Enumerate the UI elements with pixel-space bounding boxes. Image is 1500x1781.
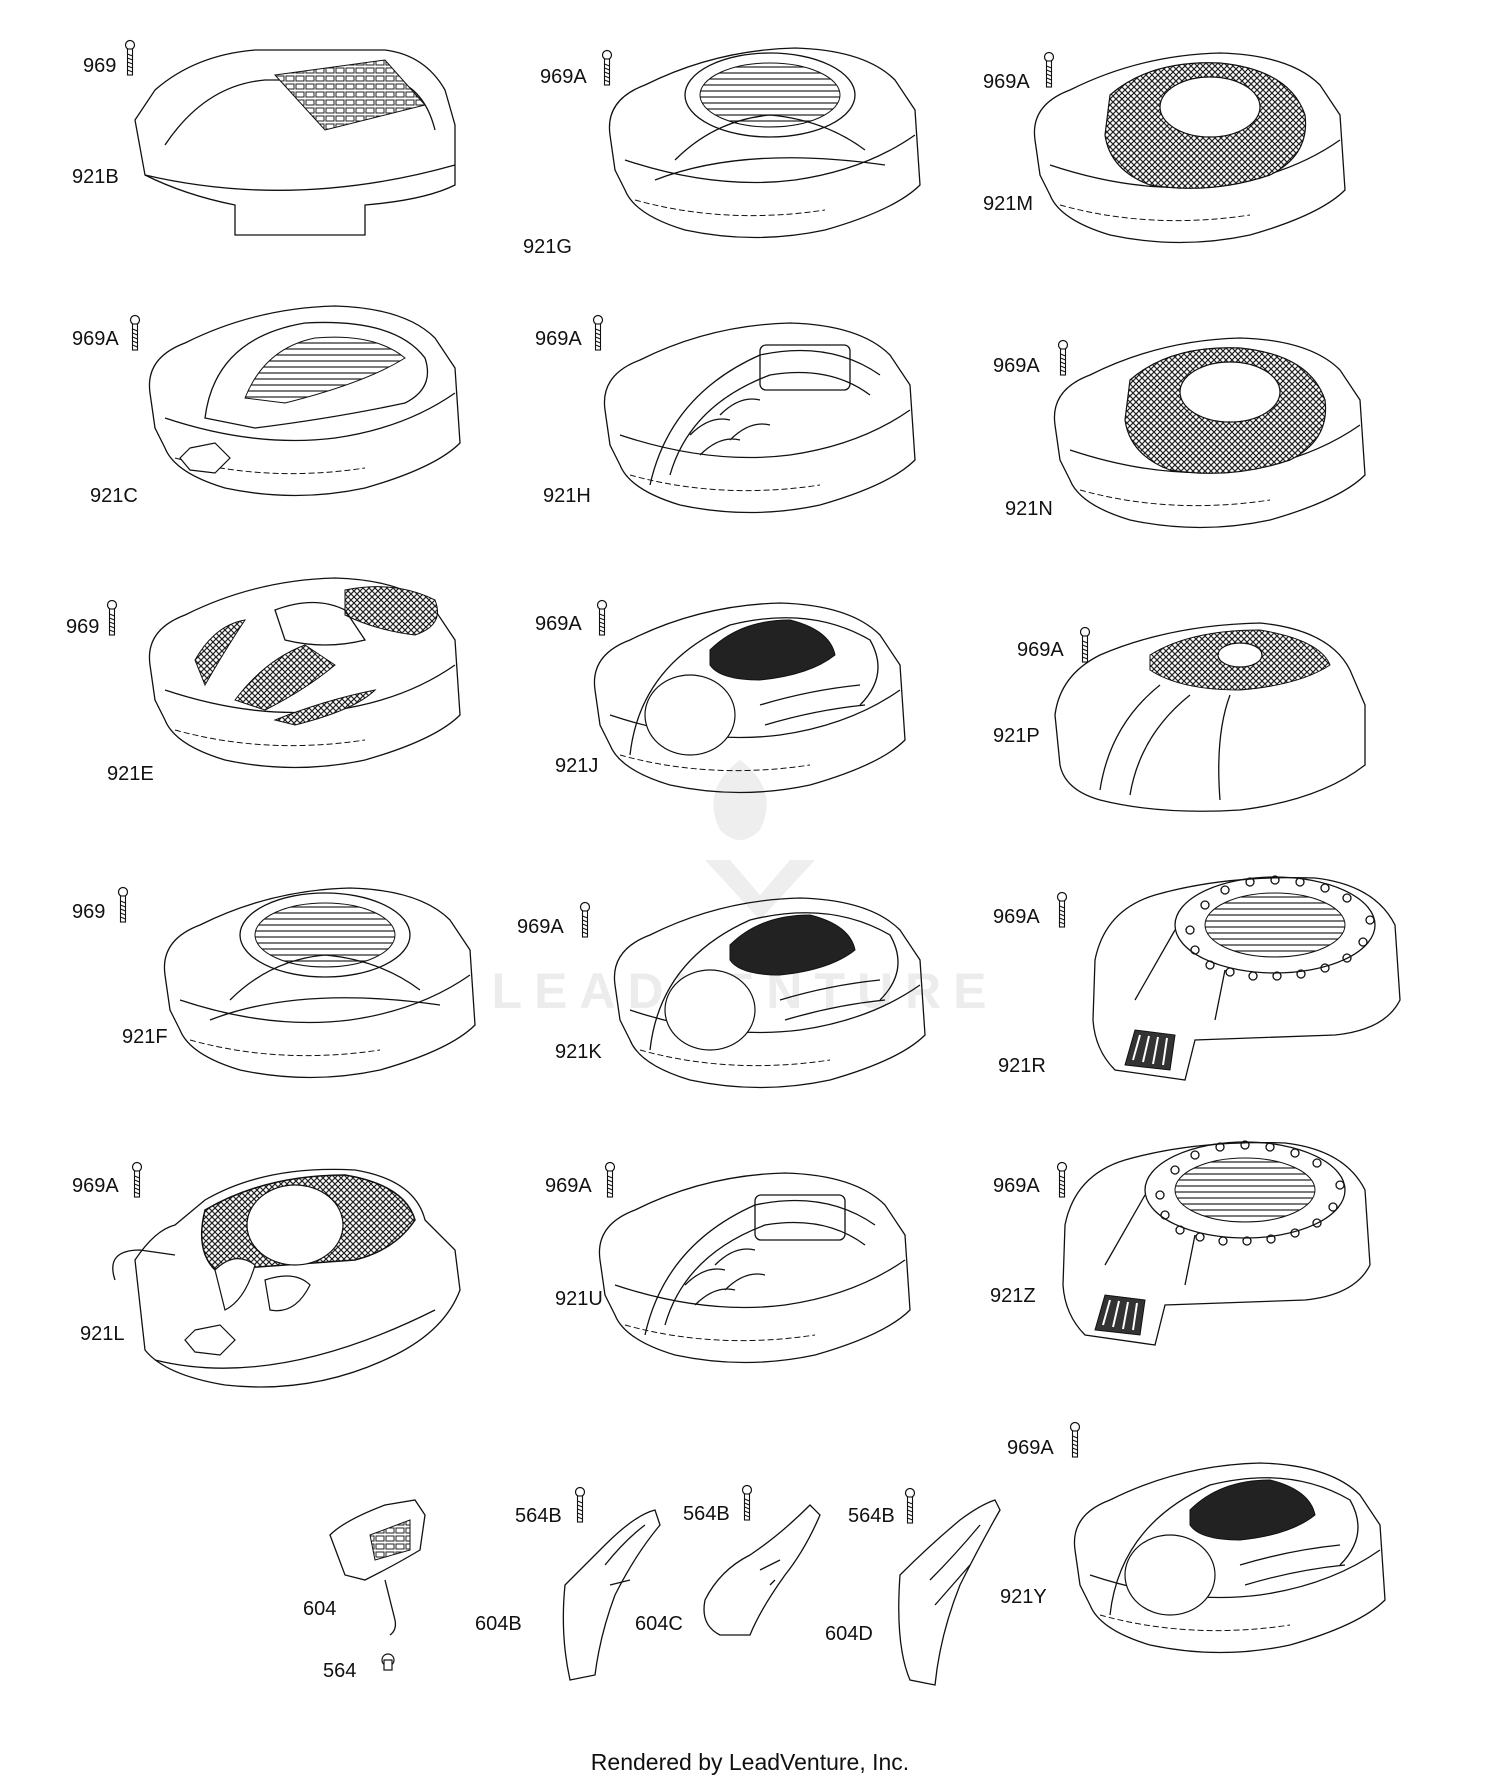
- footer-credit: Rendered by LeadVenture, Inc.: [591, 1749, 909, 1775]
- part-label: 921Z: [990, 1285, 1036, 1307]
- part-label: 921F: [122, 1026, 168, 1048]
- screw-label: 564B: [848, 1505, 895, 1527]
- screw-564B-604D[interactable]: [904, 1487, 916, 1524]
- part-921J[interactable]: [594, 603, 905, 793]
- screw-label: 969: [72, 901, 105, 923]
- screw-label: 564B: [683, 1503, 730, 1525]
- part-label: 921C: [90, 485, 138, 507]
- part-604B[interactable]: [562, 1509, 661, 1681]
- screw-969A-921R[interactable]: [1056, 891, 1068, 928]
- screw-label: 969A: [993, 906, 1040, 928]
- screw-969A-921Z[interactable]: [1056, 1161, 1068, 1198]
- screw-564[interactable]: [381, 1653, 395, 1671]
- part-label: 921Y: [1000, 1586, 1047, 1608]
- screw-969A-921G[interactable]: [601, 49, 613, 86]
- screw-label: 969A: [535, 328, 582, 350]
- screw-label: 969: [83, 55, 116, 77]
- screw-label: 564B: [515, 1505, 562, 1527]
- screw-564B-604B[interactable]: [574, 1486, 586, 1523]
- screw-label: 969A: [540, 66, 587, 88]
- screw-969A-921P[interactable]: [1079, 626, 1091, 663]
- screw-label: 969A: [72, 328, 119, 350]
- screw-969-921E[interactable]: [106, 599, 118, 636]
- part-921C[interactable]: [149, 306, 460, 496]
- part-label: 921N: [1005, 498, 1053, 520]
- screw-label: 969A: [517, 916, 564, 938]
- screw-969A-921U[interactable]: [604, 1161, 616, 1198]
- screw-label: 969A: [545, 1175, 592, 1197]
- screw-969A-921K[interactable]: [579, 901, 591, 938]
- part-921H[interactable]: [604, 323, 915, 513]
- part-label: 921E: [107, 763, 154, 785]
- screw-969A-921H[interactable]: [592, 314, 604, 351]
- screw-label: 564: [323, 1660, 356, 1682]
- screw-969A-921Y[interactable]: [1069, 1421, 1081, 1458]
- part-label: 921K: [555, 1041, 602, 1063]
- part-921N[interactable]: [1054, 338, 1365, 528]
- part-604[interactable]: [329, 1499, 426, 1636]
- screw-969-921B[interactable]: [124, 39, 136, 76]
- screw-969A-921N[interactable]: [1057, 339, 1069, 376]
- part-921M[interactable]: [1034, 53, 1345, 243]
- part-label: 921H: [543, 485, 591, 507]
- part-label: 604B: [475, 1613, 522, 1635]
- screw-969A-921C[interactable]: [129, 314, 141, 351]
- part-921E[interactable]: [149, 578, 460, 768]
- part-604D[interactable]: [898, 1499, 1001, 1686]
- screw-969A-921L[interactable]: [131, 1161, 143, 1198]
- screw-969A-921J[interactable]: [596, 599, 608, 636]
- screw-label: 969A: [993, 1175, 1040, 1197]
- part-label: 604: [303, 1598, 336, 1620]
- screw-label: 969A: [72, 1175, 119, 1197]
- screw-label: 969A: [535, 613, 582, 635]
- screw-label: 969A: [993, 355, 1040, 377]
- screw-969A-921M[interactable]: [1043, 51, 1055, 88]
- part-label: 921B: [72, 166, 119, 188]
- part-921L[interactable]: [112, 1168, 461, 1388]
- part-label: 921J: [555, 755, 598, 777]
- part-921B[interactable]: [134, 49, 456, 236]
- part-label: 604D: [825, 1623, 873, 1645]
- screw-969-921F[interactable]: [117, 886, 129, 923]
- screw-564B-604C[interactable]: [741, 1484, 753, 1521]
- part-label: 921R: [998, 1055, 1046, 1077]
- part-921R[interactable]: [1092, 875, 1401, 1081]
- part-921F[interactable]: [164, 888, 475, 1078]
- part-label: 921M: [983, 193, 1033, 215]
- part-label: 921G: [523, 236, 572, 258]
- part-921Y[interactable]: [1074, 1463, 1385, 1653]
- part-921G[interactable]: [609, 48, 920, 238]
- part-label: 921U: [555, 1288, 603, 1310]
- part-label: 921P: [993, 725, 1040, 747]
- screw-label: 969: [66, 616, 99, 638]
- screw-label: 969A: [1007, 1437, 1054, 1459]
- screw-label: 969A: [1017, 639, 1064, 661]
- part-label: 604C: [635, 1613, 683, 1635]
- part-label: 921L: [80, 1323, 125, 1345]
- part-921Z[interactable]: [1062, 1140, 1371, 1346]
- watermark: LEADVENTURE: [491, 760, 987, 1019]
- part-921P[interactable]: [1054, 622, 1366, 812]
- part-921U[interactable]: [599, 1173, 910, 1363]
- screw-label: 969A: [983, 71, 1030, 93]
